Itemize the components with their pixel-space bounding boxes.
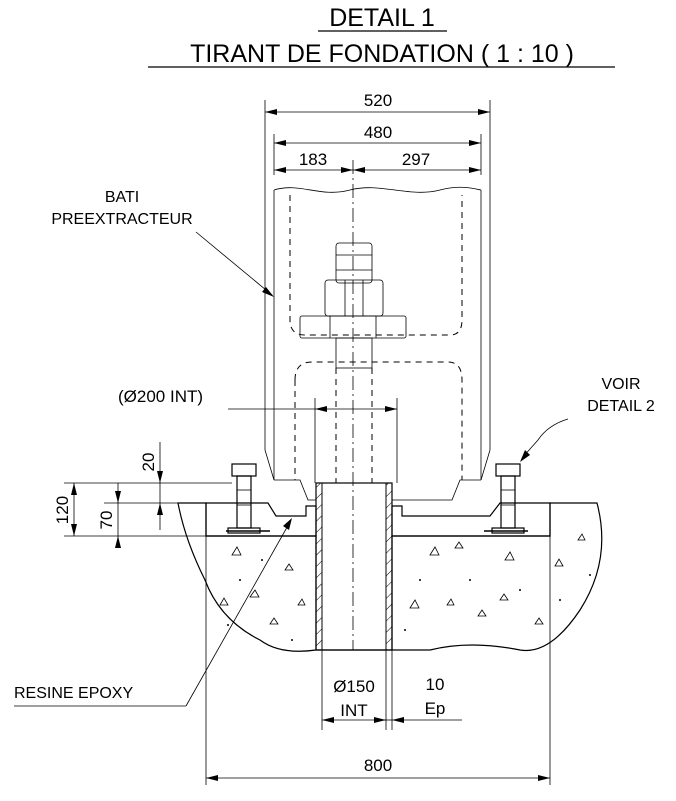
hole-diameter-label: (Ø200 INT) — [118, 387, 203, 406]
dim-183-label: 183 — [299, 150, 327, 169]
ref-label-line1: VOIR — [601, 376, 640, 393]
dimension-520: 520 — [264, 91, 491, 450]
dimension-70: 70 — [97, 483, 178, 548]
dim-800-label: 800 — [364, 756, 392, 775]
dimension-tube-150: Ø150 INT — [321, 650, 387, 730]
dim-297-label: 297 — [402, 150, 430, 169]
anchor-bolt-left — [227, 463, 261, 534]
anchor-bolt-right — [491, 463, 525, 534]
title-detail: DETAIL 1 — [329, 4, 435, 32]
dimension-20: 20 — [118, 442, 232, 530]
ref-label-line2: DETAIL 2 — [587, 398, 655, 415]
dim-120-label: 120 — [53, 496, 72, 524]
resin-label: RESINE EPOXY — [14, 685, 133, 702]
callout-detail-2: VOIR DETAIL 2 — [520, 376, 655, 462]
thickness-unit-label: Ep — [425, 699, 446, 718]
title-subject: TIRANT DE FONDATION ( 1 : 10 ) — [190, 40, 574, 68]
concrete-foundation — [177, 502, 603, 652]
dim-20-label: 20 — [139, 453, 158, 472]
tube-int-label: INT — [340, 701, 367, 720]
dim-480-label: 480 — [364, 123, 392, 142]
callout-frame: BATI PREEXTRACTEUR — [51, 189, 274, 297]
dim-70-label: 70 — [97, 511, 116, 530]
tube-diameter-label: Ø150 — [333, 677, 375, 696]
dimension-183-297: 183 297 — [274, 150, 481, 173]
dimension-thickness-10: 10 Ep — [378, 650, 462, 730]
frame-label-line1: BATI — [105, 189, 139, 206]
dimension-120: 120 — [53, 482, 206, 537]
dimension-hole-200: (Ø200 INT) — [118, 387, 398, 483]
dim-520-label: 520 — [364, 91, 392, 110]
central-tube — [315, 482, 393, 651]
thickness-value-label: 10 — [426, 675, 445, 694]
frame-label-line2: PREEXTRACTEUR — [51, 211, 192, 228]
epoxy-resin-layer — [205, 502, 551, 537]
dimension-800: 800 — [205, 536, 551, 785]
dimension-480: 480 — [273, 123, 482, 175]
frame-outline — [264, 186, 491, 501]
callout-resin: RESINE EPOXY — [14, 518, 292, 707]
